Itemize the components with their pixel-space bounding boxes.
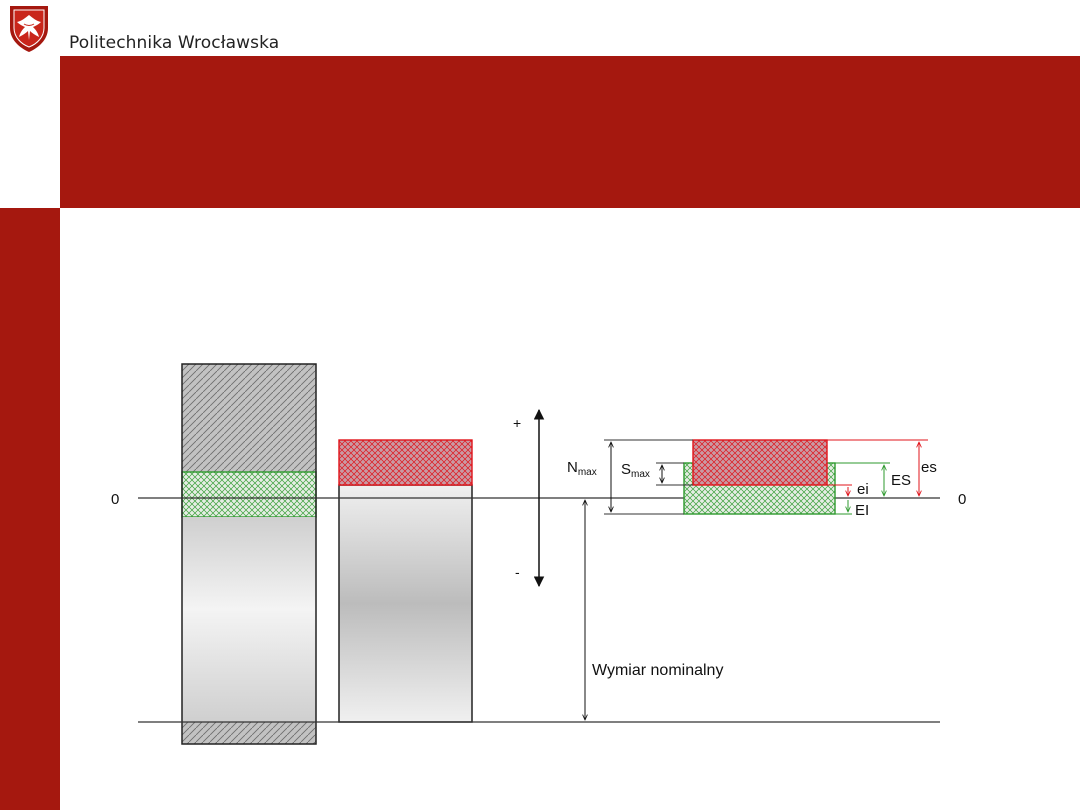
- eagle-shield-logo: [10, 6, 48, 52]
- side-band: [0, 208, 60, 810]
- hole-material-top: [182, 364, 316, 472]
- zero-label-left: 0: [111, 491, 119, 508]
- nmax-label: Nmax: [567, 459, 597, 478]
- zero-label-right: 0: [958, 491, 966, 508]
- hole-tolerance-zone: [181, 471, 317, 518]
- logo-area: [0, 0, 60, 56]
- shaft-tolerance-zone: [338, 439, 473, 486]
- ES-label: ES: [891, 472, 911, 489]
- minus-label: -: [515, 564, 520, 580]
- institution-name: Politechnika Wrocławska: [69, 33, 280, 53]
- es-label: es: [921, 459, 937, 476]
- tolerance-zones-scheme: Nmax Smax es ES ei EI: [567, 439, 937, 519]
- header-band: [60, 56, 1080, 208]
- shaft-part: [338, 439, 473, 723]
- smax-label: Smax: [621, 461, 650, 480]
- hole-material-bottom: [182, 722, 316, 744]
- hole-part: [181, 363, 317, 745]
- ei-label: ei: [857, 481, 869, 498]
- nominal-size-label: Wymiar nominalny: [592, 662, 723, 679]
- plus-label: +: [513, 415, 521, 431]
- hole-outline: [181, 363, 317, 745]
- hole-body: [182, 517, 316, 722]
- shaft-body: [338, 484, 473, 723]
- shaft-zone-small: [692, 439, 828, 486]
- EI-label: EI: [855, 502, 869, 519]
